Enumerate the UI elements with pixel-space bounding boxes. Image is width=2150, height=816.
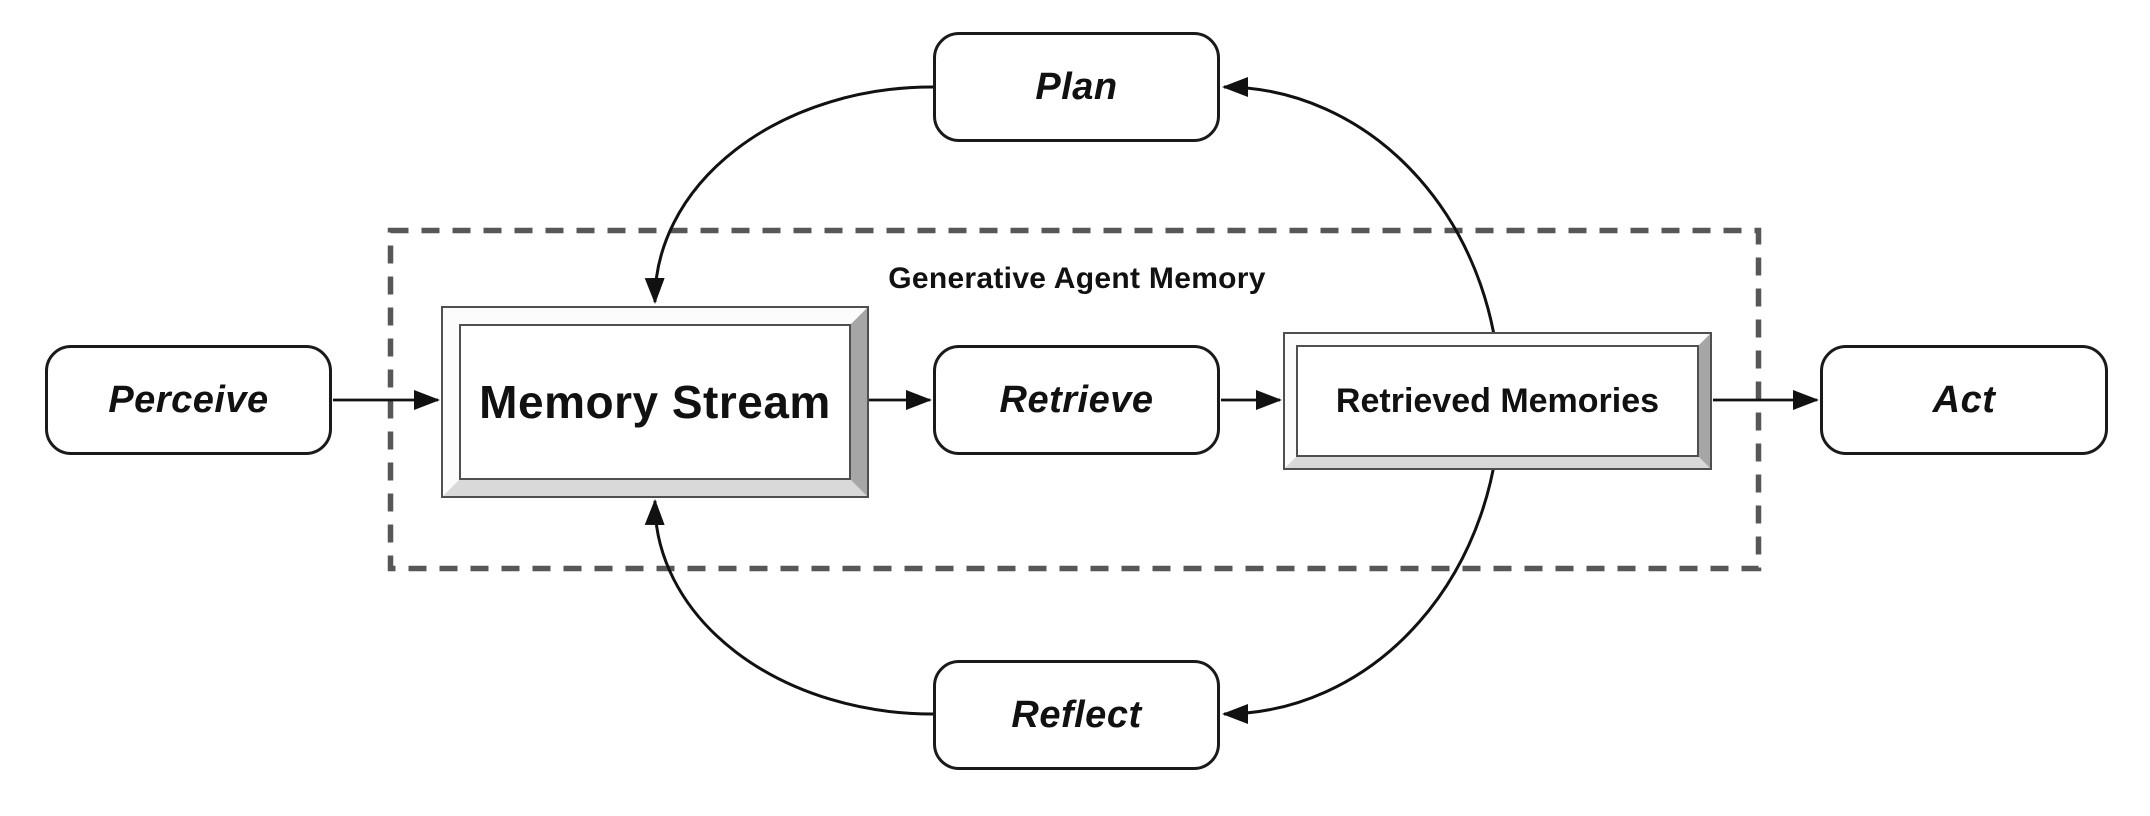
- node-retrieved-memories: Retrieved Memories: [1283, 332, 1712, 470]
- edge-retrieved-memories-to-plan: [1222, 77, 1502, 401]
- node-plan-label: Plan: [1035, 65, 1118, 108]
- node-reflect-label: Reflect: [1011, 693, 1142, 736]
- node-act-label: Act: [1932, 378, 1996, 421]
- edge-reflect-to-memory-stream: [644, 499, 934, 716]
- node-retrieve: Retrieve: [933, 345, 1220, 455]
- retrieved-memories-bevel-frame: Retrieved Memories: [1285, 334, 1710, 468]
- node-retrieved-memories-label: Retrieved Memories: [1296, 345, 1699, 457]
- node-memory-stream-label: Memory Stream: [459, 324, 851, 480]
- node-reflect: Reflect: [933, 660, 1220, 770]
- node-memory-stream: Memory Stream: [441, 306, 869, 498]
- node-perceive-label: Perceive: [108, 378, 269, 421]
- memory-stream-bevel-frame: Memory Stream: [443, 308, 867, 496]
- memory-boundary-title: Generative Agent Memory: [888, 262, 1266, 295]
- edge-retrieved-memories-to-reflect: [1222, 399, 1502, 724]
- node-perceive: Perceive: [45, 345, 332, 455]
- edge-plan-to-memory-stream: [644, 85, 934, 304]
- node-plan: Plan: [933, 32, 1220, 142]
- node-act: Act: [1820, 345, 2108, 455]
- node-retrieve-label: Retrieve: [999, 378, 1154, 421]
